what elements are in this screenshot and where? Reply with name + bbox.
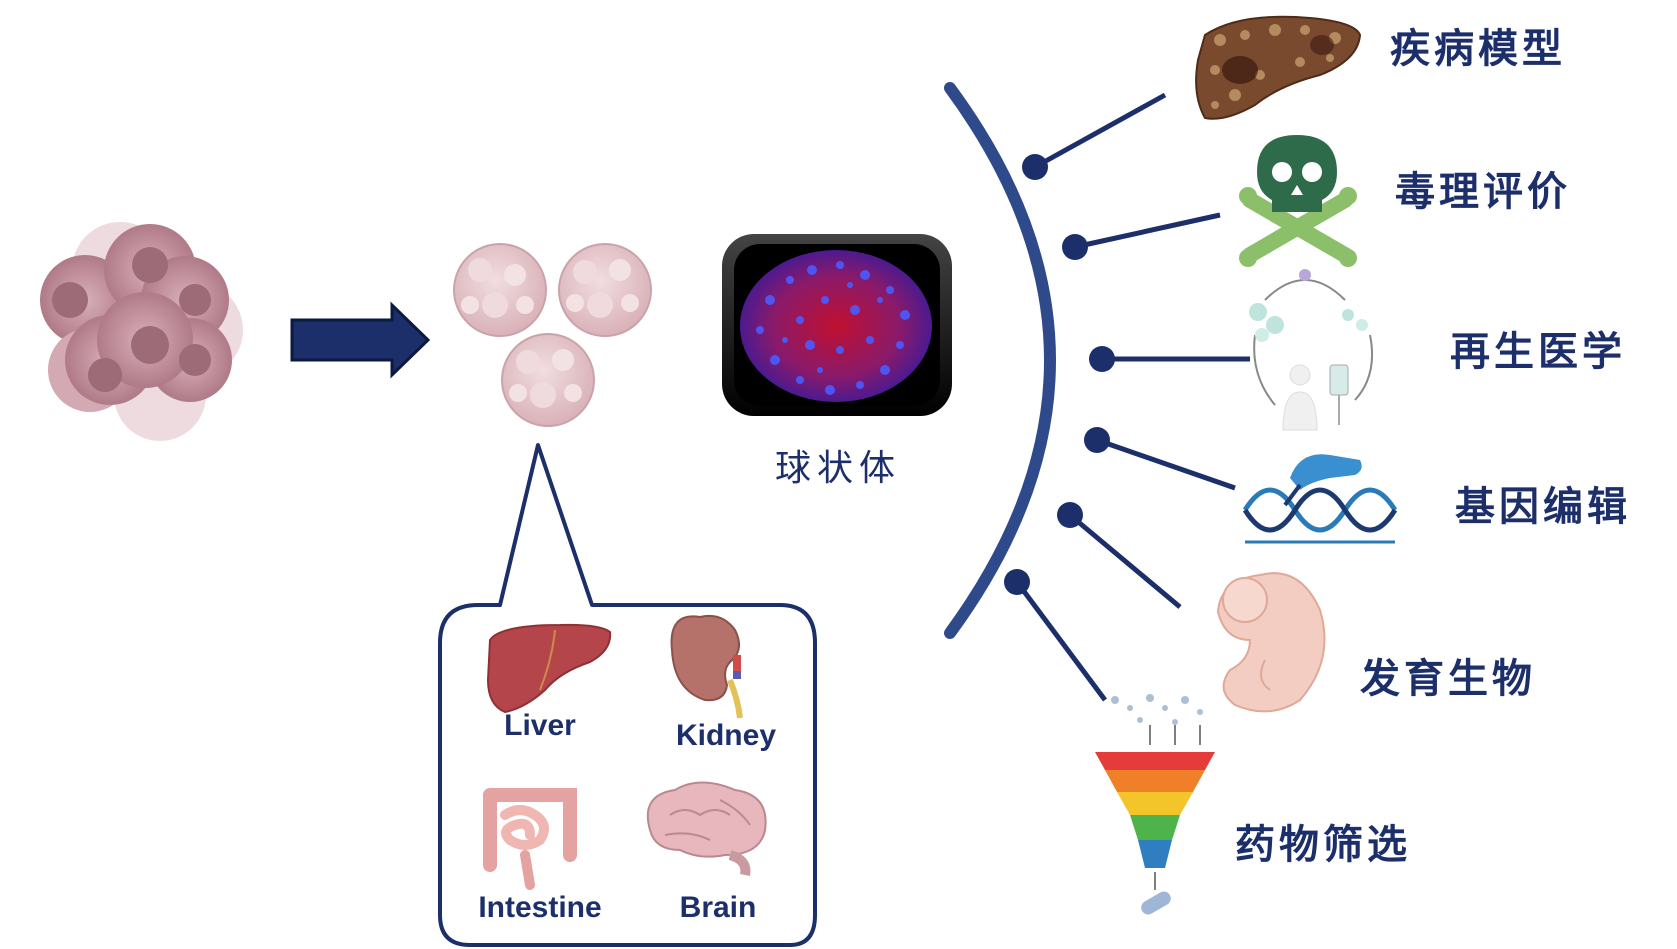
liver-icon xyxy=(486,623,612,714)
spheroid-microscopy-image xyxy=(722,234,952,416)
application-label-drug-screening: 药物筛选 xyxy=(1235,822,1411,868)
dna-editing-icon xyxy=(1242,454,1398,544)
application-label-toxicology: 毒理评价 xyxy=(1395,169,1571,215)
organ-label-intestine: Intestine xyxy=(478,891,601,924)
diseased-liver-icon xyxy=(1195,15,1362,120)
application-label-regenerative-medicine: 再生医学 xyxy=(1450,329,1626,375)
organ-label-liver: Liver xyxy=(504,709,576,742)
application-label-disease-model: 疾病模型 xyxy=(1390,26,1566,72)
skull-crossbones-icon xyxy=(1239,135,1357,267)
organ-label-kidney: Kidney xyxy=(676,719,776,752)
cell-therapy-cycle-icon xyxy=(1249,269,1374,431)
application-label-gene-editing: 基因编辑 xyxy=(1455,484,1631,530)
application-arc xyxy=(944,82,1250,702)
application-label-developmental-biology: 发育生物 xyxy=(1360,656,1536,702)
intestine-icon xyxy=(483,788,577,890)
spheroids-icon xyxy=(453,243,652,427)
screening-funnel-icon xyxy=(1095,694,1215,915)
cell-cluster-icon xyxy=(40,222,243,441)
spheroid-label: 球状体 xyxy=(775,448,901,489)
brain-icon xyxy=(646,781,767,876)
organ-label-brain: Brain xyxy=(680,891,757,924)
kidney-icon xyxy=(670,614,743,719)
embryo-icon xyxy=(1216,572,1326,713)
process-arrow-icon xyxy=(290,301,431,379)
